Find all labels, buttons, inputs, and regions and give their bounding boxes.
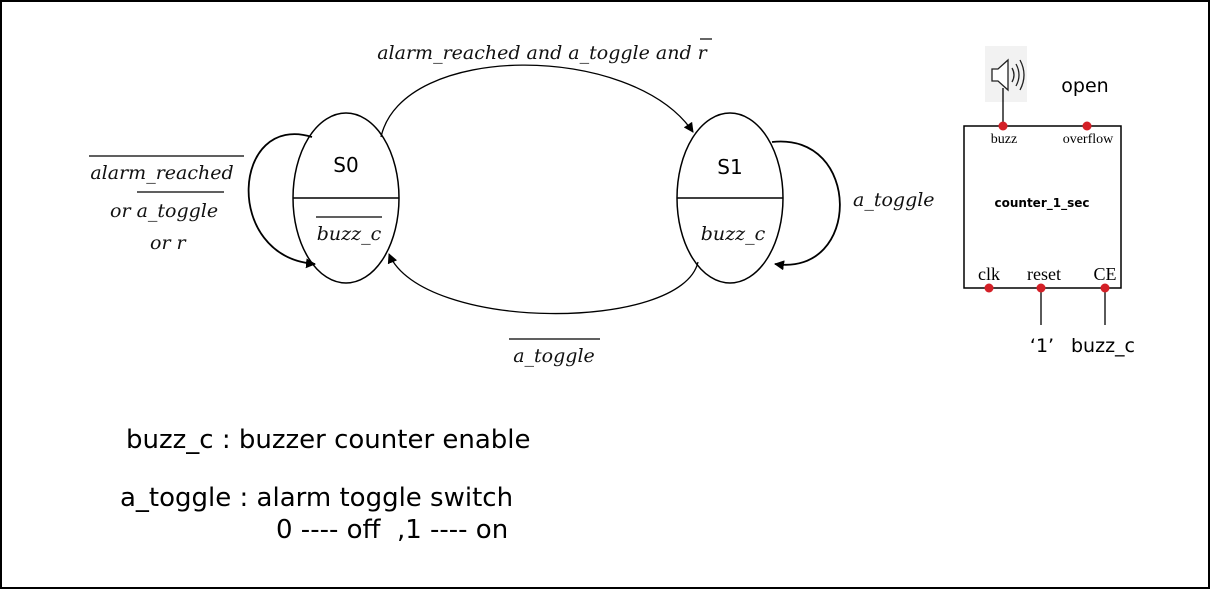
reset-connection-label: ‘1’ bbox=[1030, 335, 1054, 357]
transition-s0-to-s1-label: alarm_reached and a_toggle and r bbox=[377, 42, 708, 64]
svg-text:or a_toggle: or a_toggle bbox=[110, 200, 218, 222]
state-s1: S1 buzz_c bbox=[676, 112, 784, 284]
legend-buzz-c: buzz_c : buzzer counter enable bbox=[126, 425, 531, 455]
port-buzz-dot bbox=[998, 121, 1008, 131]
port-reset-label: reset bbox=[1027, 264, 1061, 284]
port-reset-dot bbox=[1036, 283, 1046, 293]
transition-s1-to-s0-arrow bbox=[387, 253, 699, 315]
ce-connection-label: buzz_c bbox=[1071, 335, 1135, 357]
port-overflow-label: overflow bbox=[1063, 132, 1114, 147]
port-clk-dot bbox=[984, 283, 994, 293]
port-clk-label: clk bbox=[978, 264, 1000, 284]
transition-s1-to-s0-label: a_toggle bbox=[513, 345, 595, 367]
transition-s1-self-label: a_toggle bbox=[853, 189, 935, 211]
svg-text:or r: or r bbox=[150, 232, 188, 254]
transition-s0-to-s1-arrow bbox=[380, 64, 694, 138]
speaker-icon bbox=[985, 46, 1027, 102]
legend-a-toggle: a_toggle : alarm toggle switch bbox=[120, 483, 514, 513]
transition-s0-self-label: alarm_reached or a_toggle or r bbox=[89, 155, 244, 254]
state-s0-output: buzz_c bbox=[317, 223, 382, 245]
port-buzz-label: buzz bbox=[991, 132, 1017, 147]
transition-s1-self-arrow bbox=[771, 140, 841, 271]
port-ce-dot bbox=[1100, 283, 1110, 293]
counter-name: counter_1_sec bbox=[995, 196, 1090, 211]
overflow-connection-label: open bbox=[1061, 75, 1108, 97]
port-ce-label: CE bbox=[1093, 264, 1116, 284]
counter-box bbox=[963, 125, 1122, 289]
state-s0: S0 buzz_c bbox=[292, 112, 400, 284]
counter-block: counter_1_sec buzz overflow open clk res… bbox=[963, 46, 1135, 357]
port-overflow-dot bbox=[1082, 121, 1092, 131]
legend-a-toggle-values: 0 ---- off ,1 ---- on bbox=[276, 515, 509, 545]
state-s1-name: S1 bbox=[717, 155, 742, 179]
transition-s0-self-arrow bbox=[247, 133, 316, 269]
state-s0-name: S0 bbox=[333, 153, 358, 177]
state-s1-output: buzz_c bbox=[701, 223, 766, 245]
svg-text:alarm_reached: alarm_reached bbox=[90, 162, 233, 184]
